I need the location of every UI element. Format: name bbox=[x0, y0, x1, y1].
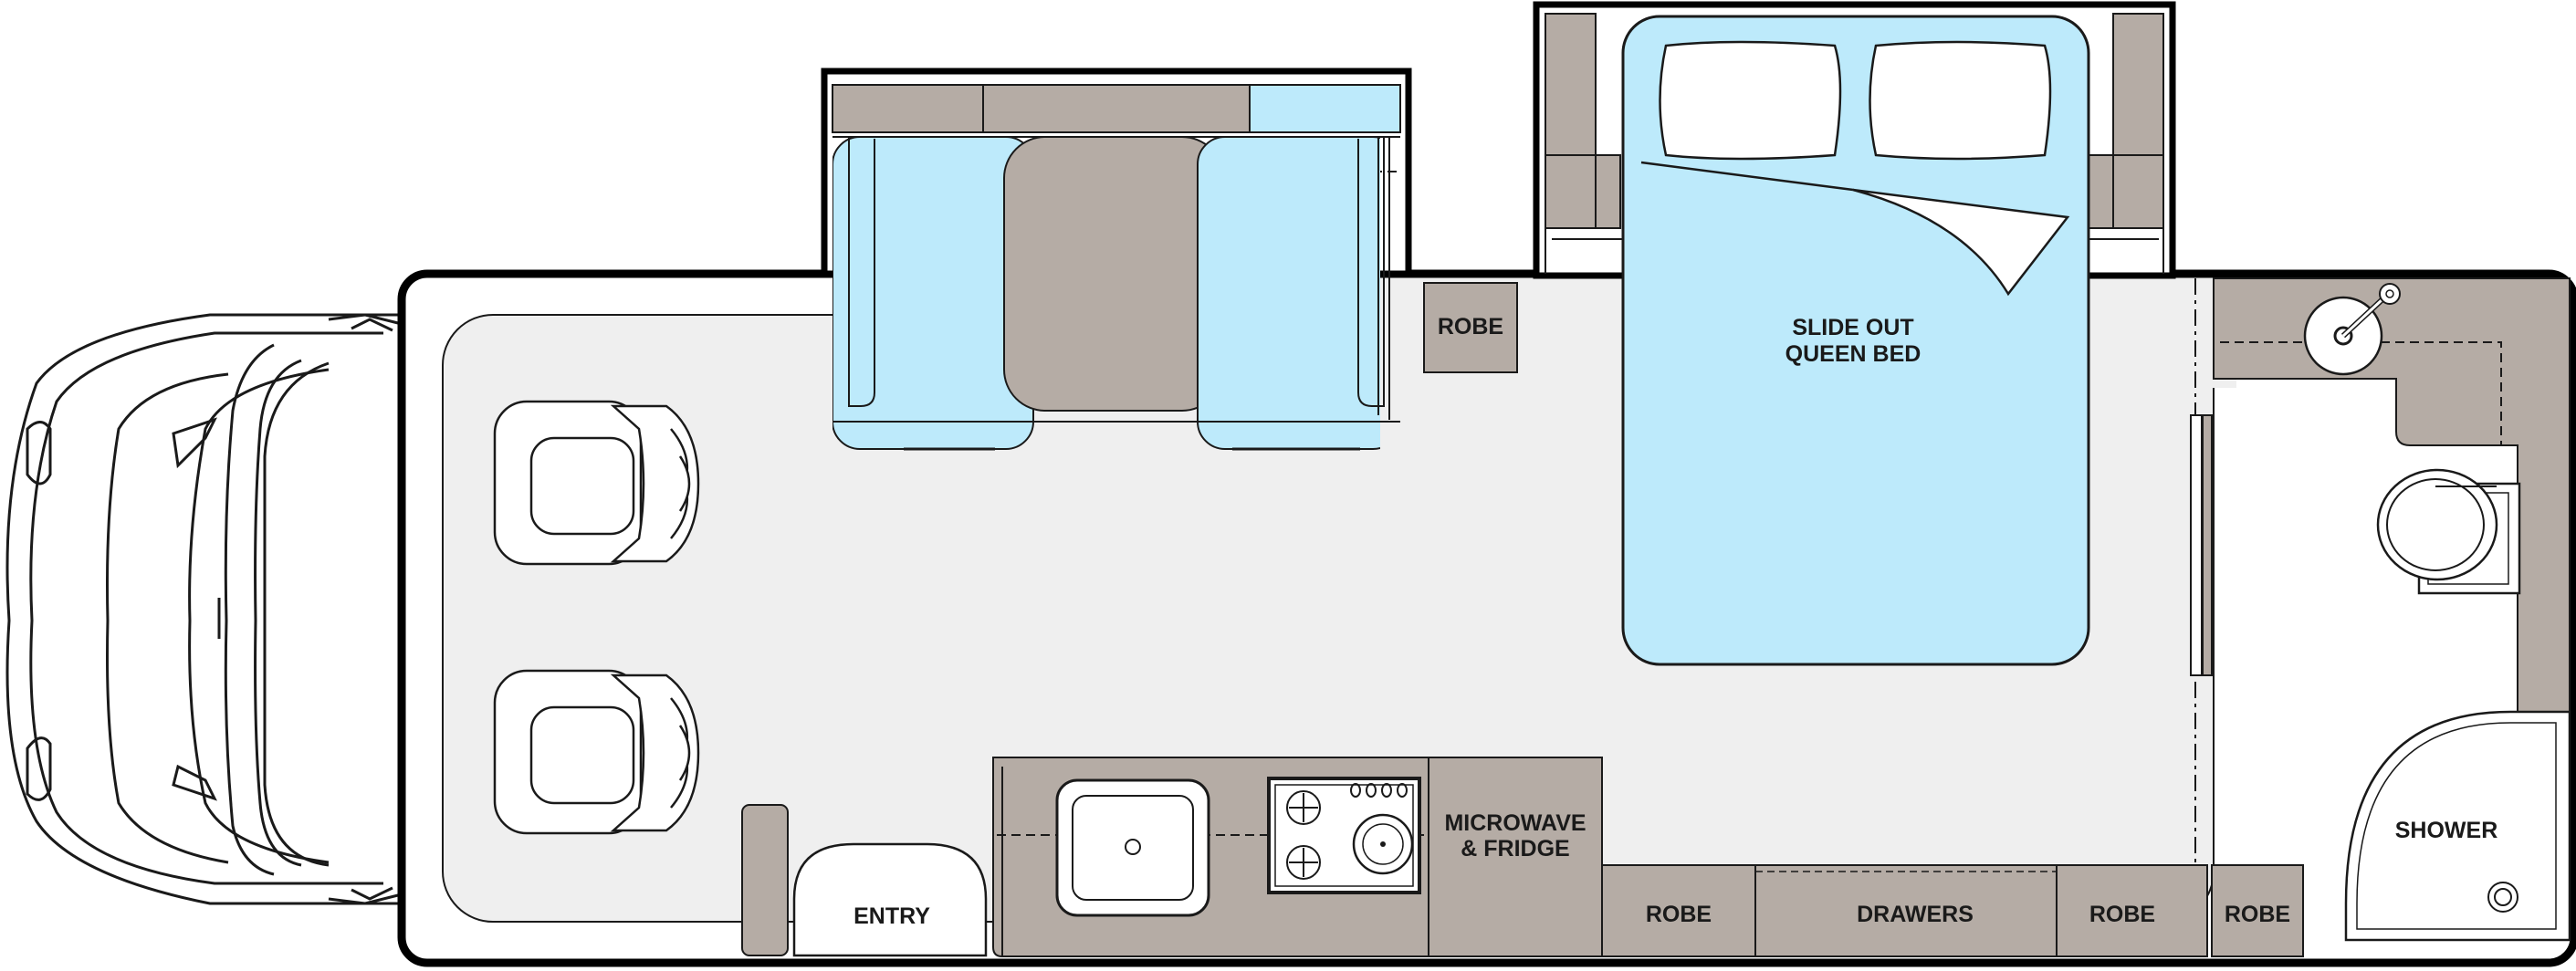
drawers-label: DRAWERS bbox=[1857, 902, 1974, 927]
microwave-label-line1: MICROWAVE bbox=[1444, 810, 1586, 836]
robe-2-label: ROBE bbox=[2089, 902, 2155, 927]
bathroom-partition bbox=[2190, 278, 2213, 865]
dinette-details bbox=[832, 137, 1400, 451]
room-labels: ROBE SLIDE OUT QUEEN BED MICROWAVE & FRI… bbox=[853, 314, 2497, 929]
robe-top-label: ROBE bbox=[1438, 314, 1503, 339]
drawers-cabinet bbox=[1754, 864, 2058, 957]
robe-cabinet-2 bbox=[2056, 864, 2208, 957]
robe-cabinet-3 bbox=[2211, 864, 2304, 957]
bed-label-line1: SLIDE OUT bbox=[1792, 315, 1913, 340]
entry-area bbox=[741, 804, 988, 957]
cooktop bbox=[1267, 777, 1421, 894]
sink bbox=[1055, 778, 1210, 917]
queen-bed bbox=[1621, 15, 2090, 666]
robe-cabinet-1 bbox=[1601, 864, 1756, 957]
entry-label: ENTRY bbox=[853, 903, 930, 929]
microwave-label-line2: & FRIDGE bbox=[1461, 836, 1569, 861]
pillow-right bbox=[1869, 40, 2052, 161]
bed-label-line2: QUEEN BED bbox=[1785, 341, 1922, 367]
pillow-left bbox=[1659, 40, 1842, 161]
shower-label: SHOWER bbox=[2395, 818, 2498, 843]
bed-cover-fold bbox=[1852, 188, 2070, 297]
dinette-seating bbox=[832, 137, 1380, 450]
microwave-fridge-cabinet bbox=[1428, 757, 1603, 957]
shower-drain bbox=[2487, 882, 2518, 913]
robe-cabinet-top bbox=[1423, 282, 1518, 373]
side-cabinets bbox=[1601, 864, 2304, 957]
entry-step bbox=[792, 842, 988, 957]
passenger-seat bbox=[493, 669, 700, 835]
shower bbox=[2344, 710, 2571, 942]
bathroom bbox=[2213, 277, 2571, 942]
vehicle-cab bbox=[5, 313, 403, 905]
robe-3-label: ROBE bbox=[2225, 902, 2290, 927]
robe-1-label: ROBE bbox=[1646, 902, 1712, 927]
toilet bbox=[2376, 468, 2521, 595]
driver-seat bbox=[493, 400, 700, 566]
vanity-basin bbox=[2303, 283, 2401, 376]
